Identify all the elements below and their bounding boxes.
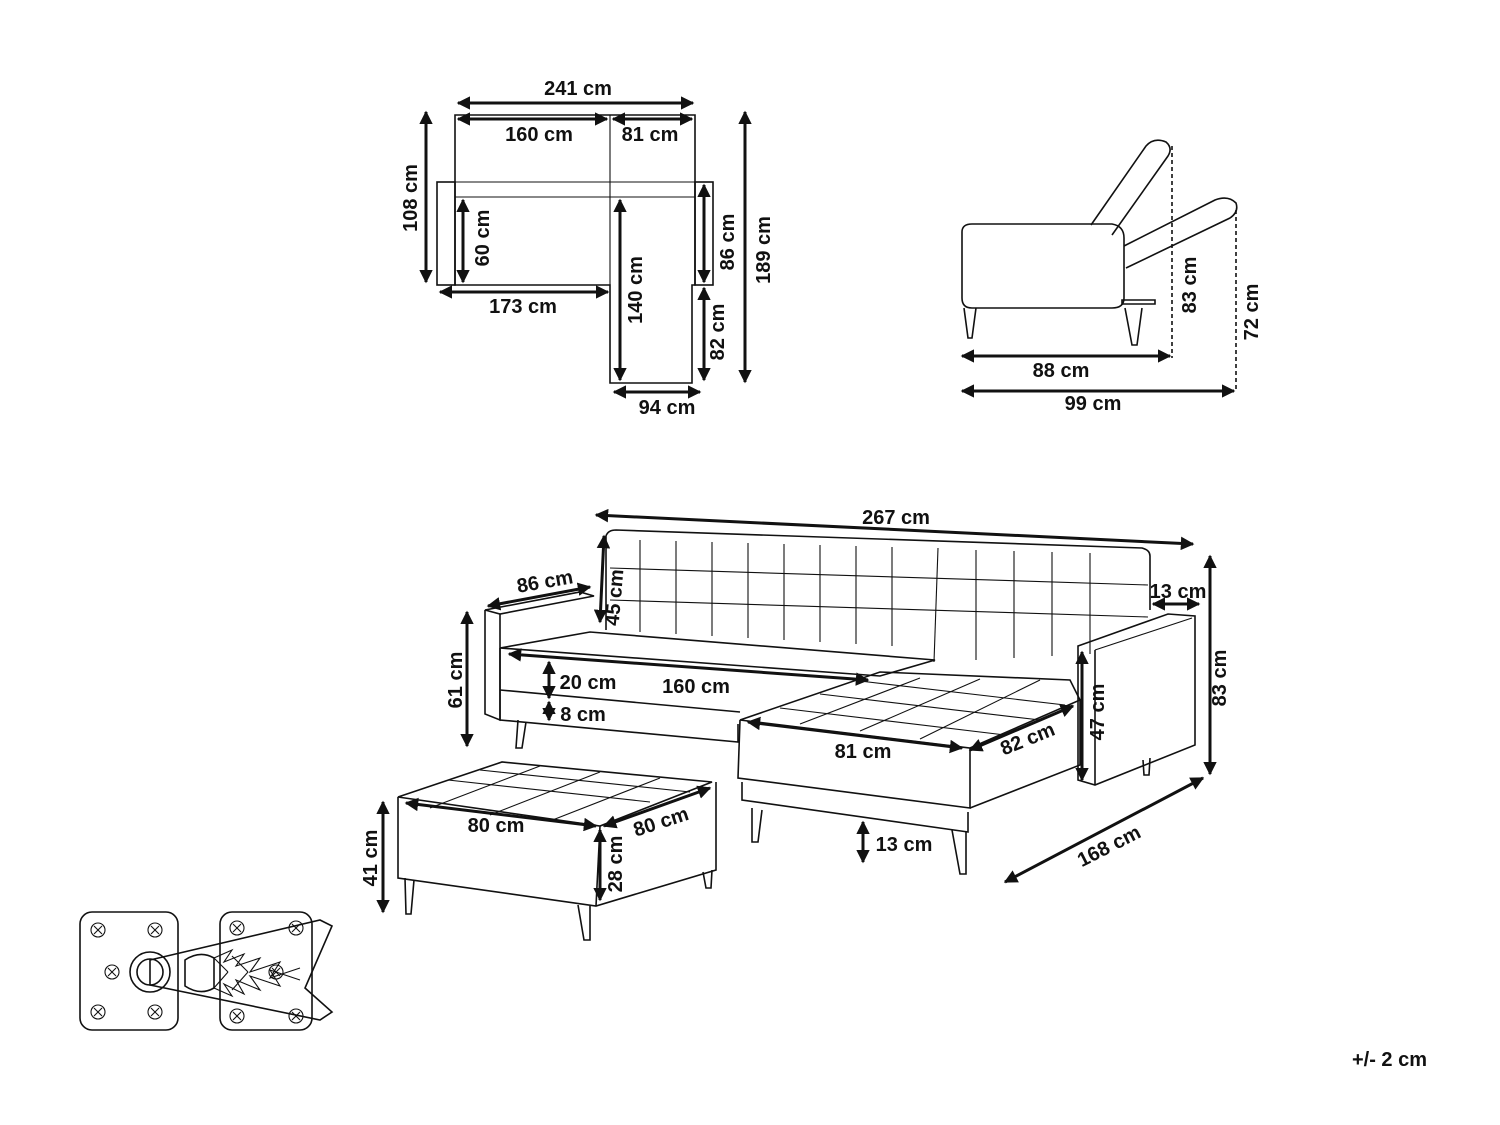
top-total-width-label: 241 cm [544,78,612,100]
front-back-height-label: 45 cm [602,568,629,626]
top-view-drawing [419,96,752,399]
front-base-height-label: 8 cm [560,704,606,726]
side-height-label: 83 cm [1179,257,1201,314]
top-sofa-width-label: 160 cm [505,124,573,146]
ottoman-width-label: 80 cm [468,815,525,837]
ottoman-body-height-label: 28 cm [605,836,627,893]
front-arm-height-label: 61 cm [445,652,467,709]
front-seat-width-label: 160 cm [662,676,730,698]
screw-icons [90,920,304,1024]
ottoman-depth-label: 80 cm [631,803,692,841]
tolerance-note: +/- 2 cm [1352,1049,1427,1071]
top-seat-depth-label: 60 cm [472,210,494,267]
ottoman-height-label: 41 cm [360,830,382,887]
front-arm-length-label: 86 cm [515,566,575,598]
front-cushion-height-label: 20 cm [560,672,617,694]
top-total-depth-label: 189 cm [753,216,775,284]
side-reclined-depth-label: 99 cm [1065,393,1122,415]
hinge-detail-drawing [79,911,334,1031]
top-seat-width-label: 173 cm [489,296,557,318]
front-arm-width-label: 13 cm [1150,581,1207,603]
front-total-height-label: 83 cm [1209,650,1231,707]
front-chaise-width-label: 81 cm [835,741,892,763]
front-total-width-label: 267 cm [862,507,930,529]
top-chaise-total-width-label: 94 cm [639,397,696,419]
ottoman-drawing [376,761,717,941]
top-depth-label: 108 cm [400,164,422,232]
side-depth-label: 88 cm [1033,360,1090,382]
front-leg-height-label: 13 cm [876,834,933,856]
side-view-drawing [960,139,1238,398]
top-chaise-length-label: 140 cm [625,256,647,324]
top-chaise-extra-label: 82 cm [707,304,729,361]
top-arm-depth-label: 86 cm [717,214,739,271]
front-view-drawing [460,508,1217,884]
front-arm-inner-height-label: 47 cm [1087,684,1109,741]
side-reclined-height-label: 72 cm [1241,284,1263,341]
top-chaise-width-label: 81 cm [622,124,679,146]
front-total-depth-label: 168 cm [1074,821,1144,871]
